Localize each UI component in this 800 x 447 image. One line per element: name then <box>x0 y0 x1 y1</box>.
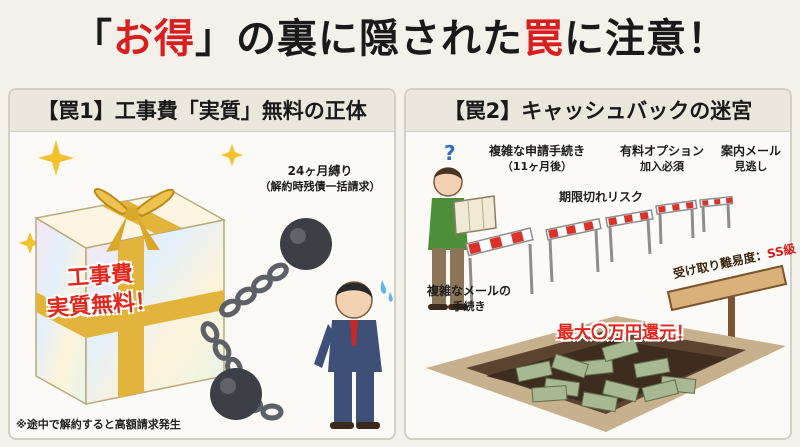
mail-label-main: 案内メール <box>720 144 781 158</box>
gift-box <box>33 188 227 406</box>
contract-label-sub: （解約時残債一括請求） <box>259 180 381 193</box>
application-label-sub: （11ヶ月後） <box>501 160 573 173</box>
application-label: 複雑な申請手続き （11ヶ月後） <box>482 144 592 174</box>
option-label-main: 有料オプション <box>619 144 704 158</box>
svg-text:?: ? <box>444 141 456 165</box>
sign-level: SS級 <box>765 241 797 262</box>
iron-ball <box>210 218 332 420</box>
headline-end: に注意！ <box>564 16 728 62</box>
hurdle <box>699 195 734 233</box>
sweat-icon <box>380 280 393 302</box>
application-label-main: 複雑な申請手続き <box>488 144 585 158</box>
sparkle-icon <box>19 140 243 254</box>
option-label-sub: 加入必須 <box>640 160 684 173</box>
headline-trap: 罠 <box>523 16 564 62</box>
trap1-panel: 【罠1】工事費「実質」無料の正体 <box>8 88 396 440</box>
question-icon: ? <box>444 141 456 165</box>
worried-man <box>314 281 382 429</box>
hurdle <box>605 209 654 263</box>
difficulty-sign <box>666 264 788 368</box>
complex-mail-label-main: 複雑なメールの <box>426 284 511 298</box>
page-headline: 「お得」の裏に隠された罠に注意！ <box>0 8 800 70</box>
trap2-panel: 【罠2】キャッシュバックの迷宮 ? <box>404 88 792 440</box>
headline-middle: の裏に隠された <box>236 16 523 62</box>
hurdle <box>655 199 698 245</box>
trap2-illustration: ? <box>426 141 788 432</box>
hurdle <box>465 227 534 309</box>
contract-label: 24ヶ月縛り （解約時残債一括請求） <box>250 164 390 194</box>
option-label: 有料オプション 加入必須 <box>612 144 712 174</box>
complex-mail-label-sub: 手続き <box>452 300 486 313</box>
trap1-footnote: ※途中で解約すると高額請求発生 <box>16 418 181 431</box>
complex-mail-label: 複雑なメールの 手続き <box>414 284 524 314</box>
headline-bracket-close: 」 <box>195 16 236 62</box>
headline-highlight: お得 <box>113 16 195 62</box>
mail-label: 案内メール 見逃し <box>712 144 790 174</box>
trap1-title: 【罠1】工事費「実質」無料の正体 <box>10 90 394 132</box>
man-with-map <box>428 167 497 310</box>
headline-bracket-open: 「 <box>72 16 113 62</box>
gift-text: 工事費 実質無料！ <box>36 258 166 325</box>
mail-label-sub: 見逃し <box>734 160 768 173</box>
contract-label-main: 24ヶ月縛り <box>287 164 353 178</box>
expiry-label: 期限切れリスク <box>558 190 643 204</box>
money-pit <box>426 316 786 432</box>
hurdle <box>545 217 602 283</box>
trap1-illustration <box>19 140 393 429</box>
trap2-title: 【罠2】キャッシュバックの迷宮 <box>406 90 790 132</box>
pit-text: 最大〇万円還元！ <box>557 323 693 343</box>
